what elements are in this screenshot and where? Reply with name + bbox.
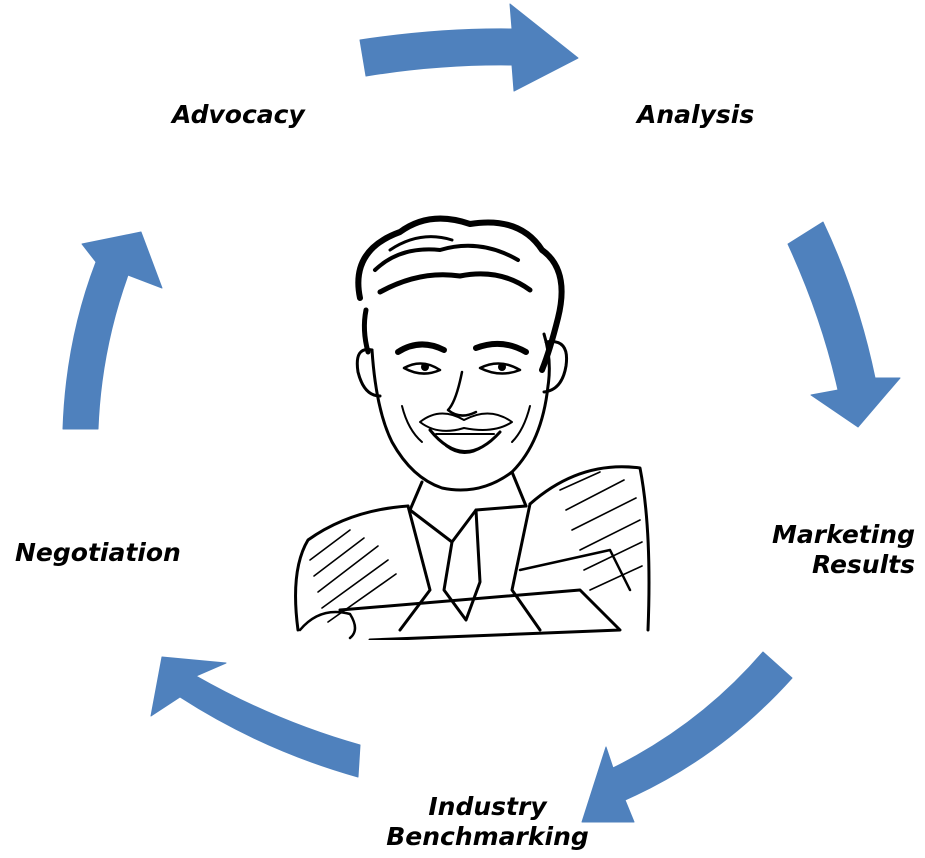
stage-label-analysis-line-1: Analysis [637,100,755,129]
caricature-icon [294,215,651,640]
stage-label-industry-benchmarking: Industry Benchmarking [385,792,590,852]
stage-label-marketing-results-line-2: Results [811,550,915,579]
stage-label-industry-benchmarking-line-2: Benchmarking [386,822,589,851]
stage-label-negotiation-line-1: Negotiation [15,538,181,567]
arrow-advocacy-to-analysis [359,3,579,92]
stage-label-negotiation: Negotiation [15,538,181,568]
arrow-analysis-to-marketing-results [787,221,901,428]
stage-label-advocacy: Advocacy [172,100,305,130]
stage-label-advocacy-line-1: Advocacy [172,100,305,129]
stage-label-marketing-results-line-1: Marketing [772,520,915,549]
arrow-industry-benchmarking-to-negotiation [150,656,361,778]
arrow-negotiation-to-advocacy [62,231,163,430]
stage-label-industry-benchmarking-line-1: Industry [428,792,547,821]
arrow-marketing-results-to-industry-benchmarking [581,651,793,823]
stage-label-analysis: Analysis [637,100,754,130]
stage-label-marketing-results: Marketing Results [765,520,915,580]
